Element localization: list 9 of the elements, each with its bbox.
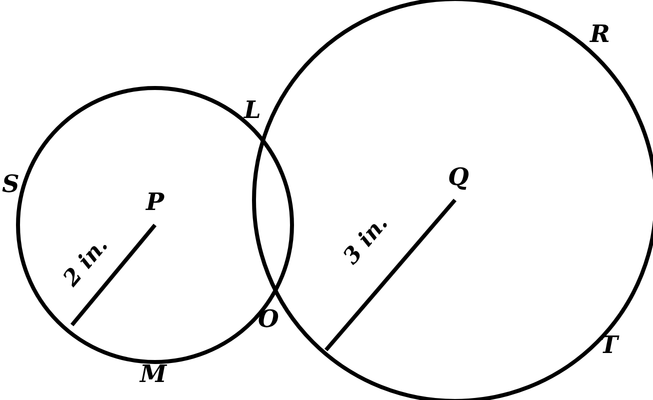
center-label: Q — [448, 165, 469, 189]
point-label: O — [258, 307, 279, 331]
radius-label: 2 in. — [60, 234, 112, 290]
point-label: M — [140, 362, 167, 386]
point-label: R — [590, 22, 610, 46]
radius-label: 3 in. — [340, 212, 392, 268]
point-label: S — [2, 172, 20, 196]
center-label: P — [146, 190, 164, 214]
point-label: L — [244, 98, 261, 122]
